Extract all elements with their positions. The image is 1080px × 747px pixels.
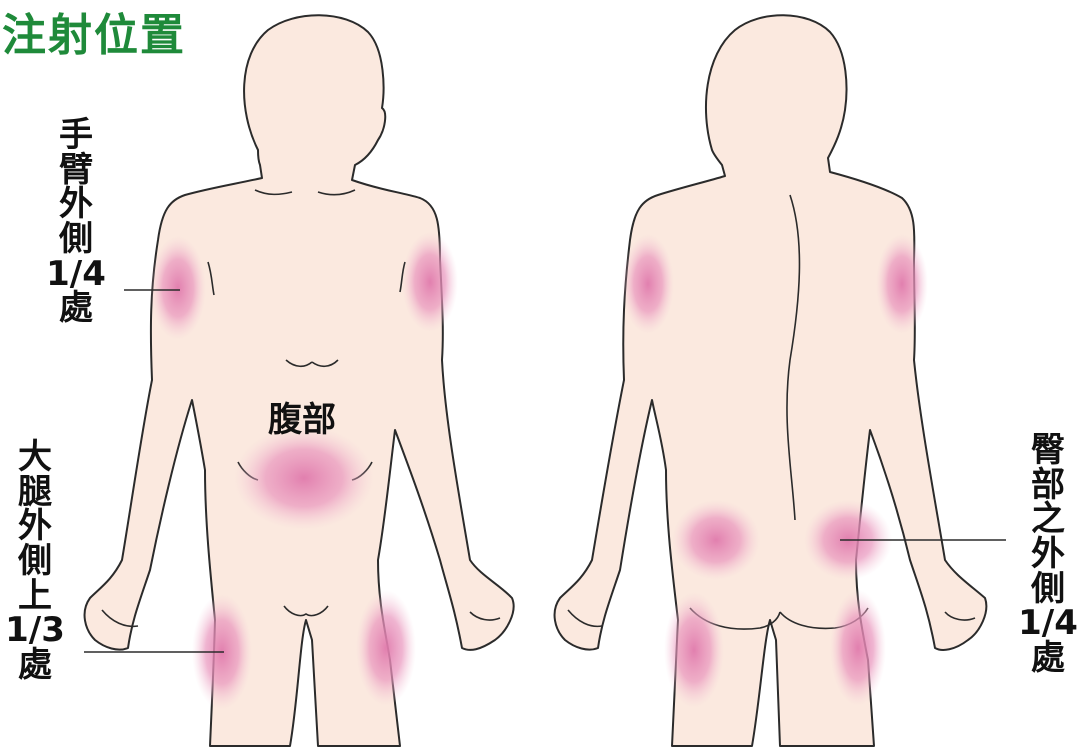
label-arm-char: 1/4: [46, 257, 106, 292]
spot-back-right-thigh: [830, 590, 886, 706]
label-thigh-char: 大: [18, 440, 52, 475]
spot-front-left-arm: [150, 236, 206, 340]
label-buttock-char: 處: [1031, 641, 1065, 676]
spot-back-left-arm: [622, 234, 674, 334]
label-buttock-char: 之: [1031, 502, 1065, 537]
back-body-figure: [555, 15, 987, 746]
label-thigh-char: 側: [18, 544, 52, 579]
label-thigh-char: 處: [18, 648, 52, 683]
label-buttock-char: 臀: [1031, 433, 1065, 468]
front-body-figure: [85, 15, 514, 746]
label-buttock-char: 側: [1031, 572, 1065, 607]
label-arm-char: 側: [59, 222, 93, 257]
label-thigh-char: 腿: [18, 475, 52, 510]
page-title: 注射位置: [2, 14, 186, 58]
label-thigh-outer-third: 大 腿 外 側 上 1/3 處: [10, 440, 60, 683]
label-arm-char: 外: [59, 187, 93, 222]
label-arm-char: 臂: [59, 153, 93, 188]
spot-abdomen: [234, 426, 374, 530]
spot-front-right-thigh: [356, 590, 416, 706]
label-buttock-char: 1/4: [1018, 606, 1078, 641]
spot-buttock-left: [672, 500, 760, 580]
label-abdomen: 腹部: [268, 392, 336, 441]
spot-back-left-thigh: [664, 592, 724, 708]
label-arm-outer-quarter: 手 臂 外 側 1/4 處: [46, 118, 106, 326]
label-buttock-char: 部: [1031, 468, 1065, 503]
spot-back-right-arm: [876, 234, 928, 334]
label-arm-char: 處: [59, 291, 93, 326]
label-arm-char: 手: [59, 118, 93, 153]
label-thigh-char: 1/3: [5, 613, 65, 648]
label-thigh-char: 外: [18, 509, 52, 544]
label-thigh-char: 上: [18, 579, 52, 614]
label-buttock-outer-quarter: 臀 部 之 外 側 1/4 處: [1018, 433, 1078, 676]
spot-front-right-arm: [402, 232, 458, 332]
label-buttock-char: 外: [1031, 537, 1065, 572]
